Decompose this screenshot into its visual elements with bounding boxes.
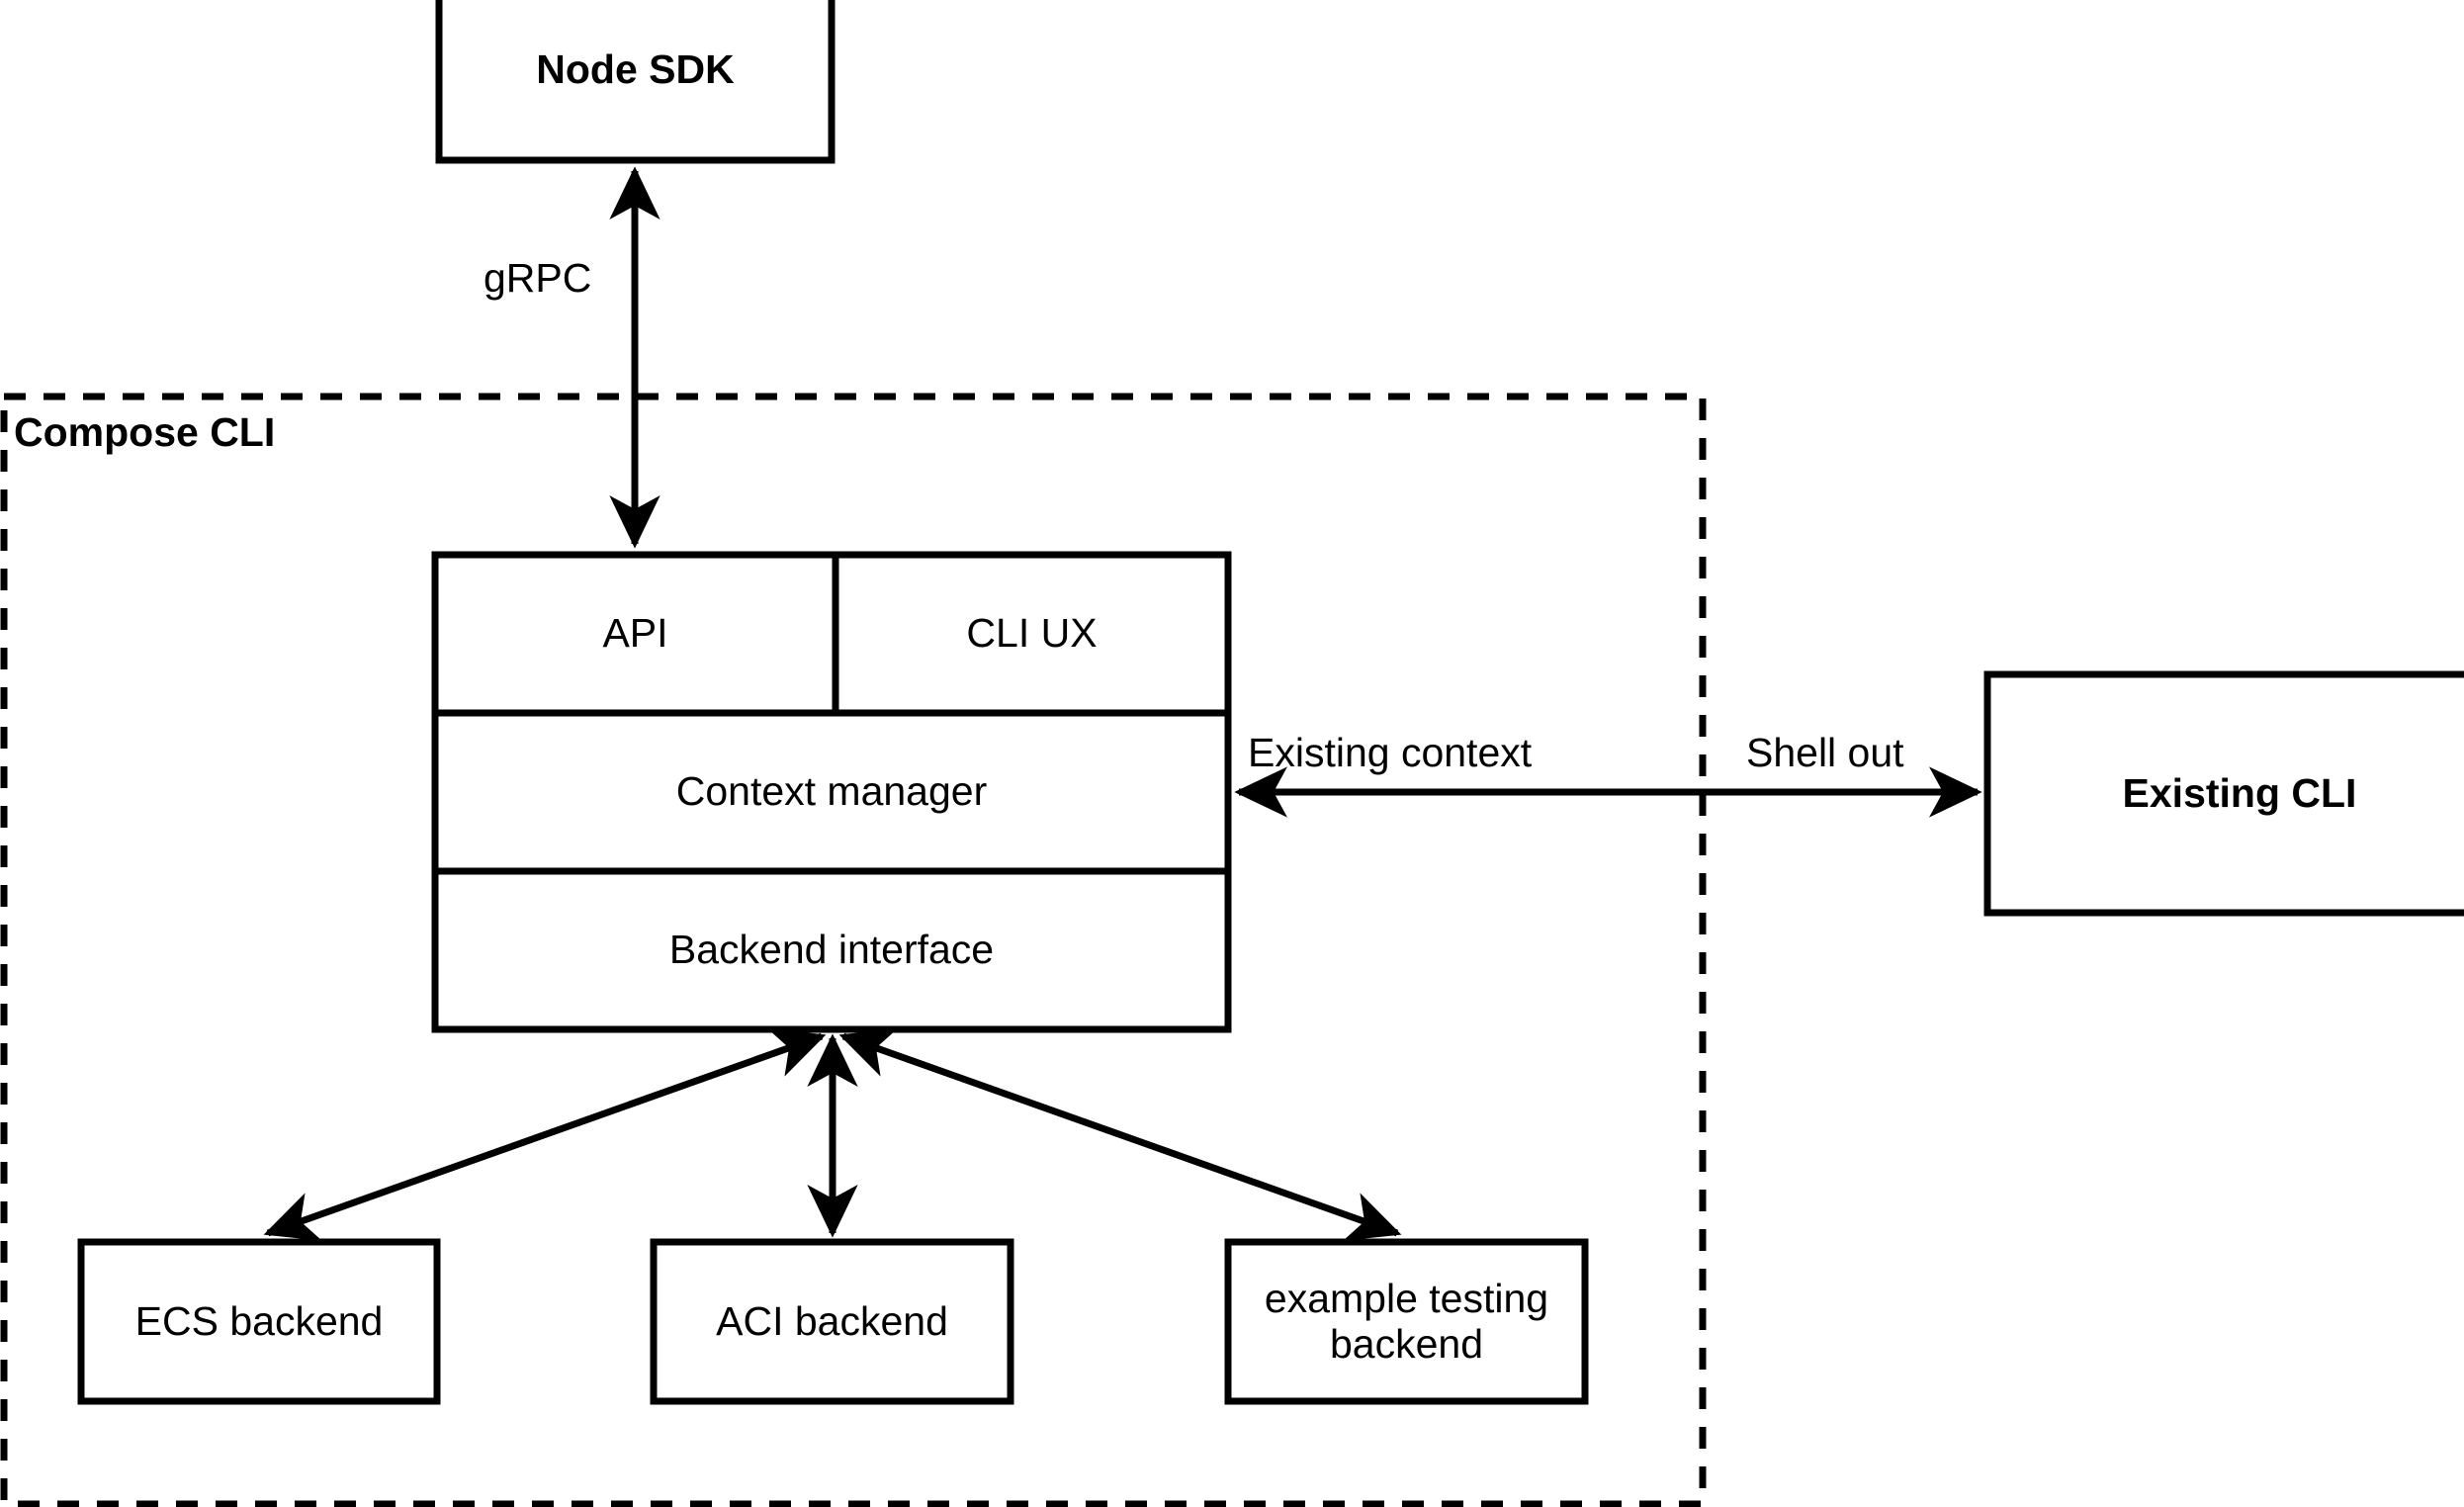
compose-stack-box[interactable] — [431, 551, 1232, 1033]
existing-context-edge-label: Existing context — [1248, 730, 1533, 775]
shell-out-edge-label: Shell out — [1746, 730, 1904, 775]
ecs-backend-box[interactable] — [77, 1238, 441, 1405]
compose-cli-group-label: Compose CLI — [14, 409, 276, 455]
compose-cli-group-border — [0, 393, 1707, 1507]
example-testing-backend-box[interactable] — [1224, 1238, 1589, 1405]
grpc-edge-label: gRPC — [484, 255, 592, 301]
existing-cli-box[interactable] — [1983, 670, 2464, 917]
backend-interface-to-example-connector — [838, 1028, 1402, 1241]
aci-backend-box[interactable] — [650, 1238, 1014, 1405]
backend-interface-to-ecs-connector — [263, 1028, 827, 1241]
node-sdk-box[interactable] — [435, 0, 836, 164]
